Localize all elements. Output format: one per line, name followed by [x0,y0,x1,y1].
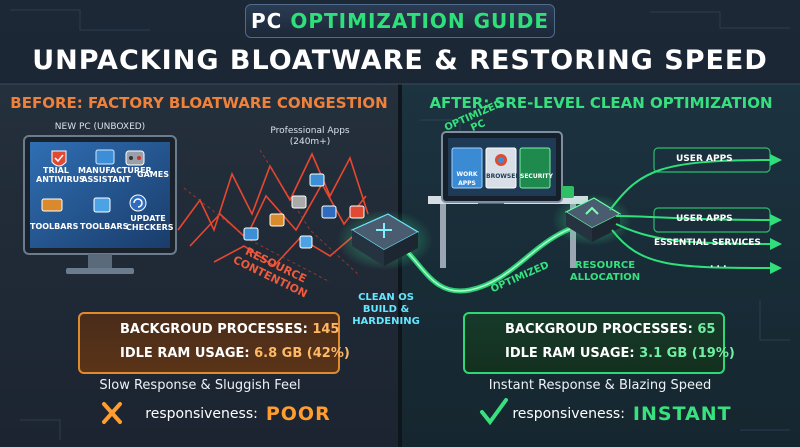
guide-tag: PC OPTIMIZATION GUIDE [245,4,555,38]
icon-label-toolbars: TOOLBARS [30,222,79,231]
icon-label-games: GAMES [137,170,169,179]
route-more: . . . [710,260,727,270]
icon-label-toolbars-2: TOOLBARS [80,222,129,231]
icon-label-update-checkers: UPDATE CHECKERS [126,214,174,232]
before-processes-row: BACKGROUD PROCESSES: 145 [120,322,339,337]
before-responsiveness-label: responsiveness: [145,406,258,422]
before-ram-row: IDLE RAM USAGE: 6.8 GB (42%) [120,346,350,361]
page-title: UNPACKING BLOATWARE & RESTORING SPEED [32,45,768,76]
before-responsiveness-value: POOR [265,403,331,425]
before-summary: Slow Response & Sluggish Feel [99,378,301,393]
cross-icon [102,402,122,424]
after-summary: Instant Response & Blazing Speed [488,378,712,393]
route-essential-services: ESSENTIAL SERVICES [654,238,761,248]
pro-apps-count: (240m+) [289,137,331,147]
before-processes-label: BACKGROUD PROCESSES: [120,322,308,337]
check-icon [480,398,508,426]
tag-word-pc: PC [250,9,283,33]
before-stats-box: BACKGROUD PROCESSES: 145 IDLE RAM USAGE:… [78,312,350,374]
before-processes-value: 145 [312,322,340,337]
window-label-security: SECURITY [520,173,553,180]
hub-label: CLEAN OS BUILD & HARDENING [352,292,420,327]
tag-word-guide: OPTIMIZATION GUIDE [290,9,549,33]
after-ram-row: IDLE RAM USAGE: 3.1 GB (19%) [505,346,735,361]
before-responsiveness: responsiveness: POOR [118,400,358,428]
new-pc-label: NEW PC (UNBOXED) [54,122,146,132]
route-user-apps-1: USER APPS [676,154,733,164]
allocation-label: RESOURCE ALLOCATION [569,260,641,283]
after-title: AFTER: SRE-LEVEL CLEAN OPTIMIZATION [429,94,773,112]
before-title: BEFORE: FACTORY BLOATWARE CONGESTION [10,94,388,112]
after-processes-label: BACKGROUD PROCESSES: [505,322,693,337]
after-processes-value: 65 [697,322,716,337]
before-ram-label: IDLE RAM USAGE: [120,346,250,361]
after-responsiveness: responsiveness: INSTANT [502,400,742,428]
window-label-browser: BROWSER [486,173,520,180]
before-ram-value: 6.8 GB (42%) [254,346,350,361]
after-responsiveness-label: responsiveness: [512,406,625,422]
after-ram-label: IDLE RAM USAGE: [505,346,635,361]
icon-label-antivirus: TRIAL ANTIVIRUS [36,166,85,184]
window-label-work: WORK APPS [456,171,478,187]
shield-icon [51,150,67,167]
route-user-apps-2: USER APPS [676,214,733,224]
pro-apps-label: Professional Apps [270,126,350,136]
after-processes-row: BACKGROUD PROCESSES: 65 [505,322,715,337]
icon-label-assistant: MANUFACTURER ASSISTANT [78,166,152,184]
after-ram-value: 3.1 GB (19%) [639,346,735,361]
after-stats-box: BACKGROUD PROCESSES: 65 IDLE RAM USAGE: … [463,312,735,374]
after-responsiveness-value: INSTANT [632,403,732,425]
